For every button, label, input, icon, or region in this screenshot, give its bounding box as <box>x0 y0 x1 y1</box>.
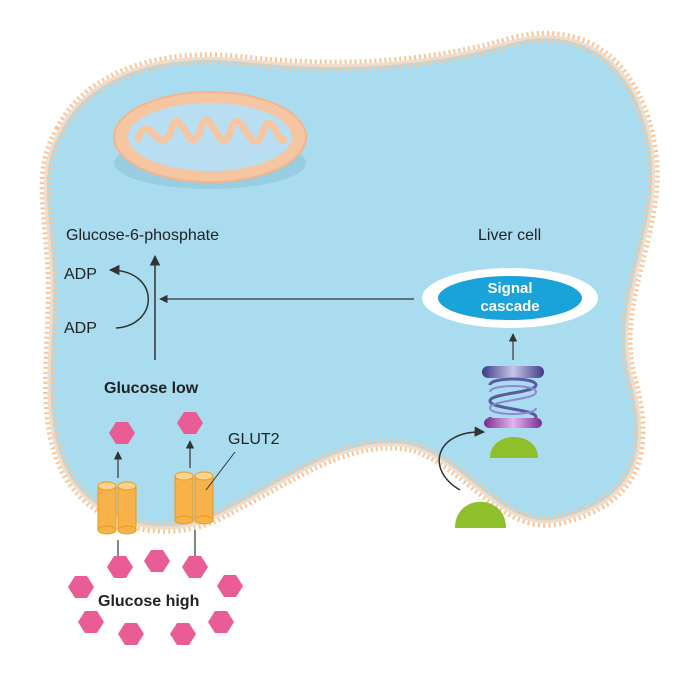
mitochondrion-icon <box>113 91 307 189</box>
cell-membrane-inner <box>44 35 656 530</box>
glucose-hexagon-icon <box>107 556 133 578</box>
signal-cascade-line1: Signal <box>487 280 532 297</box>
adp-curve-arrow <box>108 264 149 329</box>
glucose-hexagon-icon <box>144 550 170 572</box>
glucose-hexagon-icon <box>177 412 203 434</box>
signal-cascade-line2: cascade <box>480 298 539 315</box>
glucose-inside <box>109 412 203 444</box>
glucose-6-phosphate-label: Glucose-6-phosphate <box>66 227 219 244</box>
ligand-binding-arrow <box>438 426 486 491</box>
glucose-hexagon-icon <box>217 575 243 597</box>
glucose-hexagon-icon <box>208 611 234 633</box>
glucose-hexagon-icon <box>118 623 144 645</box>
glucose-hexagon-icon <box>68 576 94 598</box>
glucose-hexagon-icon <box>78 611 104 633</box>
adp-top-label: ADP <box>64 266 97 283</box>
glut2-label: GLUT2 <box>228 431 280 448</box>
signal-cascade: Signal cascade <box>422 268 598 328</box>
glucose-hexagon-icon <box>182 556 208 578</box>
adp-bottom-label: ADP <box>64 320 97 337</box>
glucose-hexagon-icon <box>170 623 196 645</box>
glucose-high-label: Glucose high <box>98 593 199 610</box>
glucose-low-label: Glucose low <box>104 380 199 397</box>
glut2-pointer <box>205 451 236 491</box>
glut2-transporter-icon <box>97 481 137 535</box>
liver-cell-label: Liver cell <box>478 227 541 244</box>
receptor-icon <box>482 366 544 458</box>
glucose-outside <box>68 550 243 645</box>
ligand-icon <box>455 501 506 528</box>
glucose-hexagon-icon <box>109 422 135 444</box>
